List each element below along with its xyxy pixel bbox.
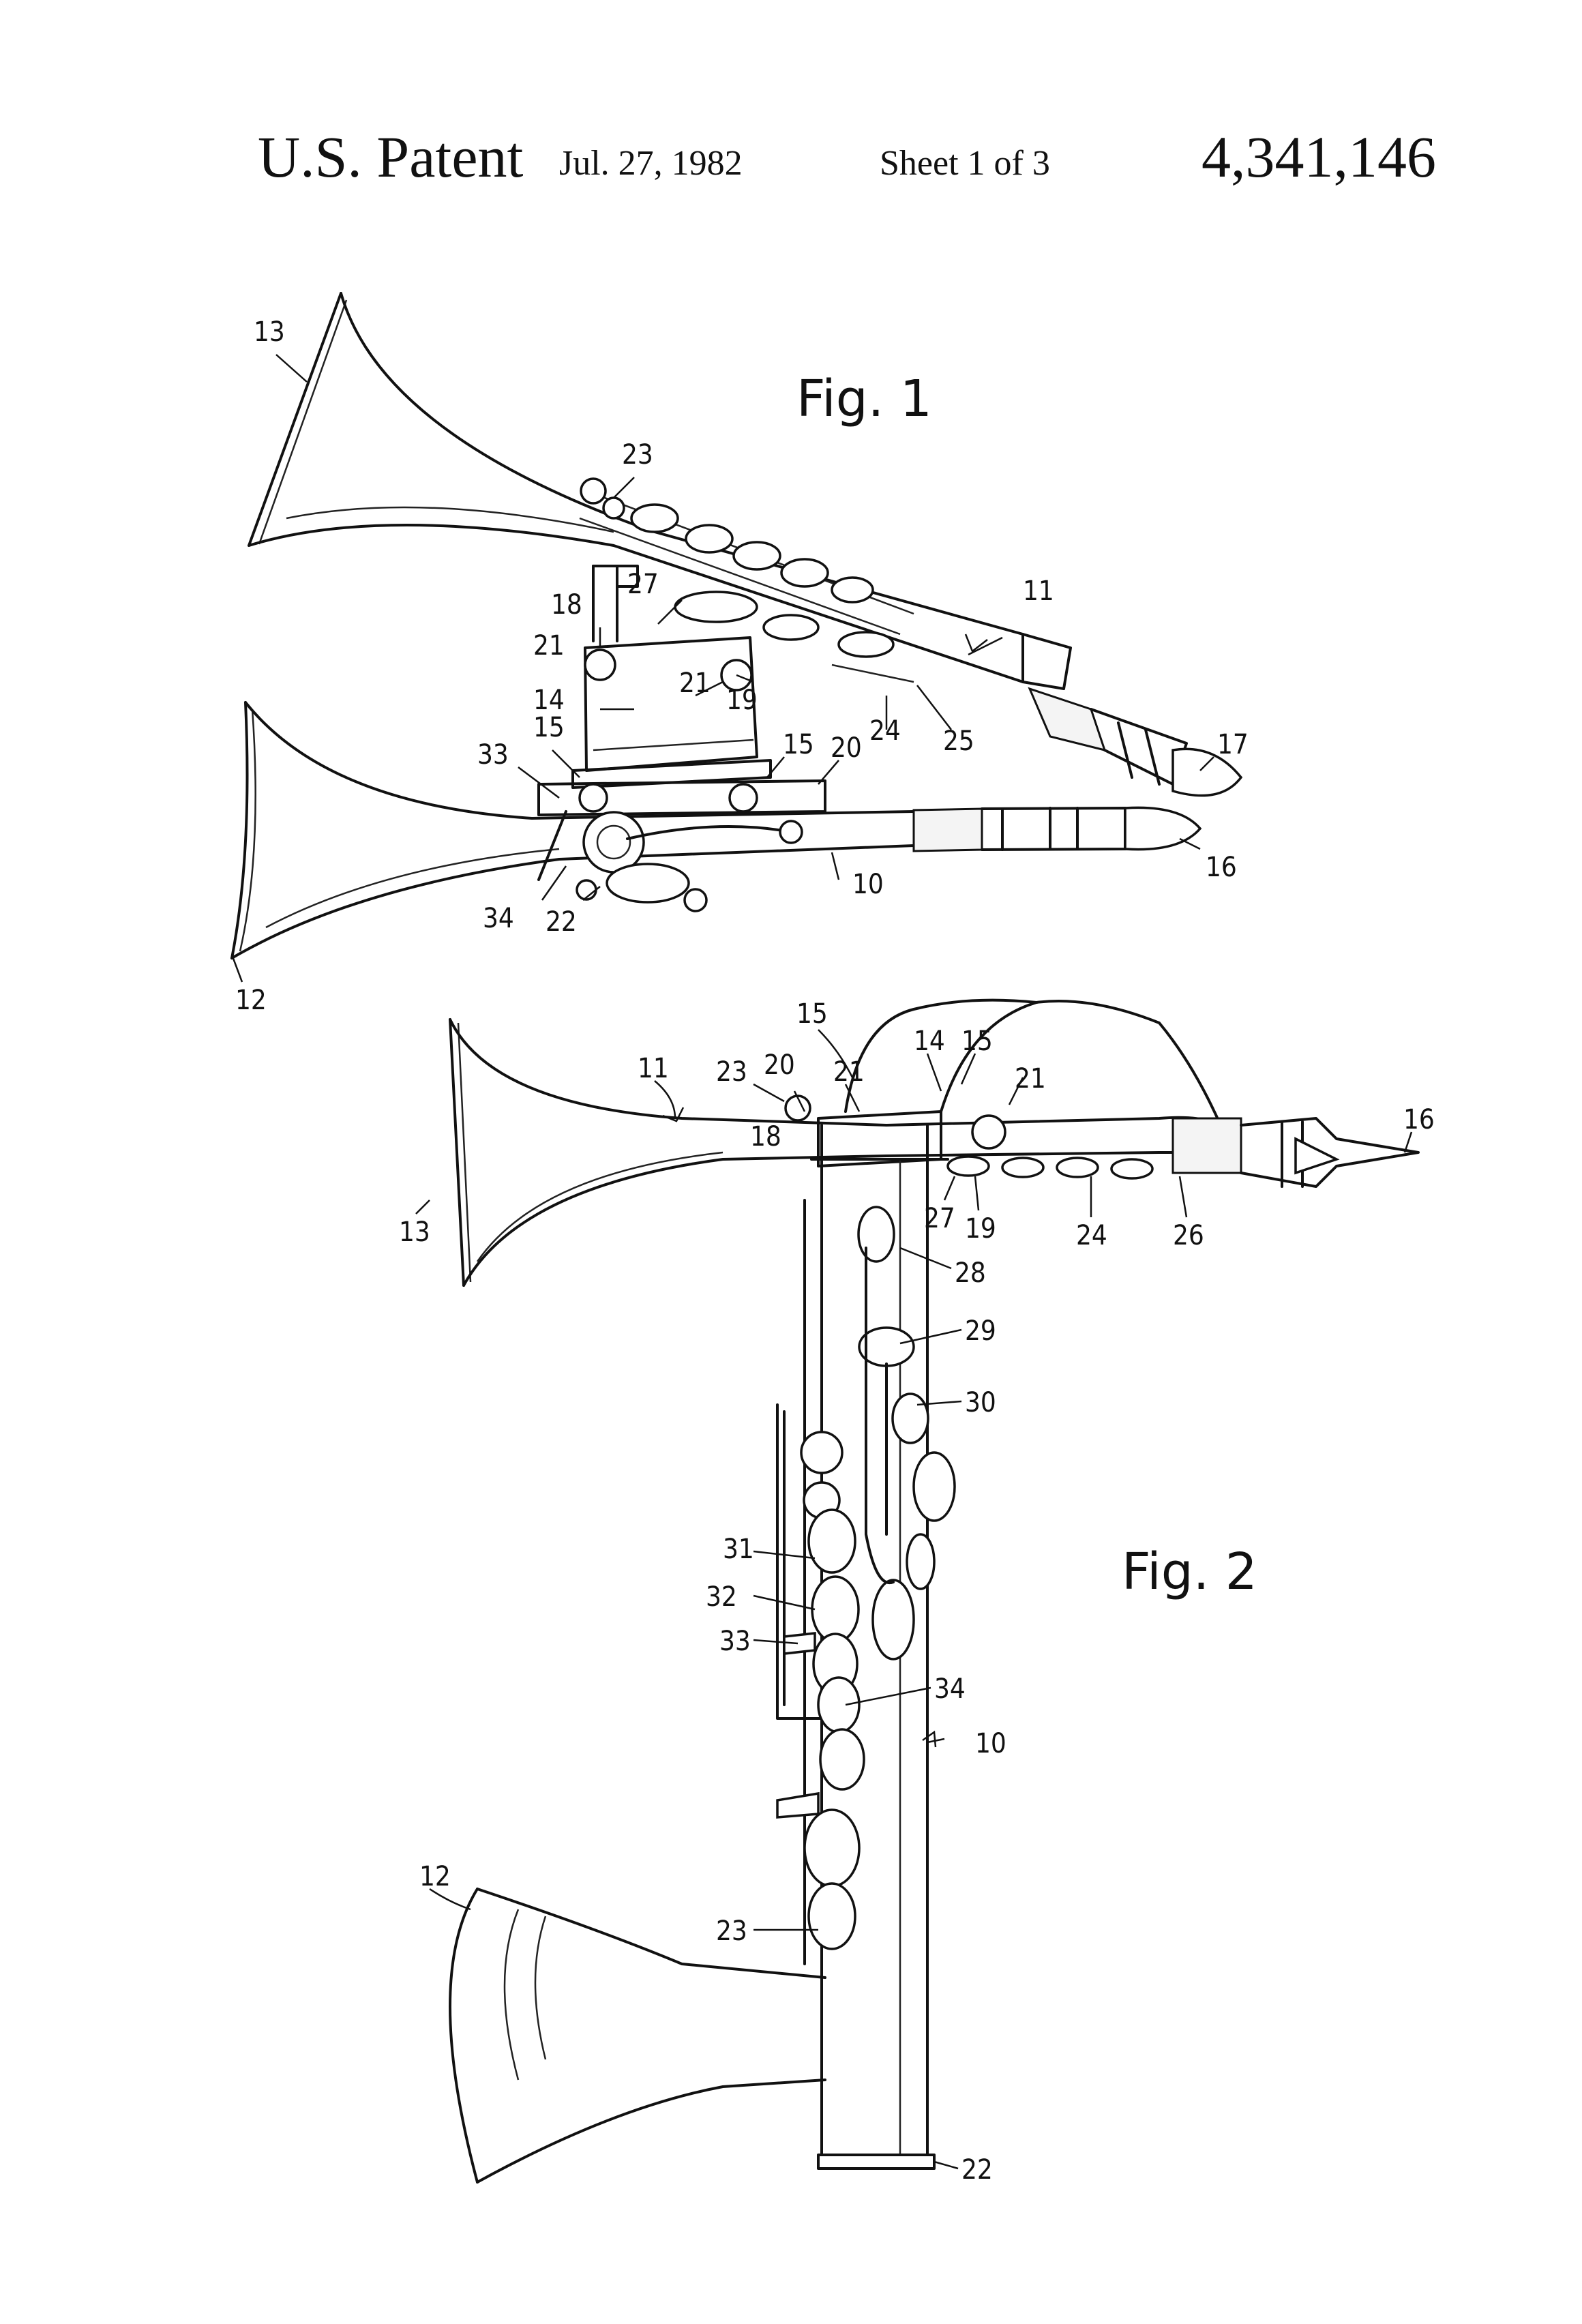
instrument-10-side-drawing <box>450 1125 955 2182</box>
instrument-11-keys <box>581 479 893 657</box>
ref2-16: 16 <box>1403 1104 1435 1135</box>
ref2-15-right: 15 <box>961 1026 993 1057</box>
ref2-28: 28 <box>955 1257 986 1289</box>
instrument-10-drawing <box>232 702 1200 958</box>
ref-34: 34 <box>483 903 514 934</box>
ref-10: 10 <box>852 869 884 900</box>
ref-27: 27 <box>627 569 659 600</box>
ref2-31: 31 <box>723 1534 754 1565</box>
ref-20: 20 <box>831 732 862 764</box>
ref2-21-right: 21 <box>1015 1063 1046 1094</box>
ref2-26: 26 <box>1173 1220 1204 1251</box>
ref2-19: 19 <box>965 1213 996 1245</box>
ref-12: 12 <box>235 985 267 1016</box>
ref-11: 11 <box>1023 576 1054 607</box>
ref2-21-left: 21 <box>833 1056 865 1088</box>
ref-25: 25 <box>943 726 974 757</box>
ref-13: 13 <box>254 316 285 348</box>
ref2-10: 10 <box>975 1728 1006 1759</box>
ref2-23: 23 <box>716 1056 747 1088</box>
ref2-20: 20 <box>764 1049 795 1081</box>
ref2-11: 11 <box>638 1053 669 1084</box>
ref-16: 16 <box>1206 852 1237 883</box>
ref-15-right: 15 <box>783 729 814 760</box>
ref2-30: 30 <box>965 1387 996 1418</box>
figure-2-refs: 15 14 15 11 23 20 21 21 16 18 13 27 19 2… <box>399 998 1435 2186</box>
ref2-18: 18 <box>750 1121 781 1152</box>
ref2-15-left: 15 <box>796 998 828 1030</box>
ref-21-right: 21 <box>679 668 711 699</box>
ref2-14: 14 <box>914 1026 945 1057</box>
figure-1-label: Fig. 1 <box>796 370 932 428</box>
ref-23: 23 <box>622 439 653 471</box>
ref2-24: 24 <box>1076 1220 1107 1251</box>
ref2-22: 22 <box>961 2154 993 2186</box>
ref2-23-lower: 23 <box>716 1916 747 1947</box>
ref2-12: 12 <box>419 1861 451 1892</box>
ref-18: 18 <box>551 589 582 621</box>
ref-22: 22 <box>546 906 577 938</box>
ref-33: 33 <box>477 739 509 771</box>
ref-17: 17 <box>1217 729 1249 760</box>
figure-2: Fig. 2 <box>399 998 1435 2186</box>
ref2-29: 29 <box>965 1315 996 1347</box>
ref2-27: 27 <box>924 1203 955 1234</box>
ref2-13: 13 <box>399 1217 430 1248</box>
figure-2-label: Fig. 2 <box>1122 1543 1257 1601</box>
ref2-34: 34 <box>934 1673 966 1705</box>
figure-1: Fig. 1 <box>232 293 1249 1016</box>
ref-24: 24 <box>869 715 901 747</box>
ref-19: 19 <box>726 685 758 716</box>
ref2-32: 32 <box>706 1581 737 1613</box>
ref-15-left: 15 <box>533 712 565 743</box>
ref2-33: 33 <box>719 1626 751 1657</box>
ref-21-left: 21 <box>533 630 565 661</box>
instrument-11-drawing <box>249 293 1241 796</box>
